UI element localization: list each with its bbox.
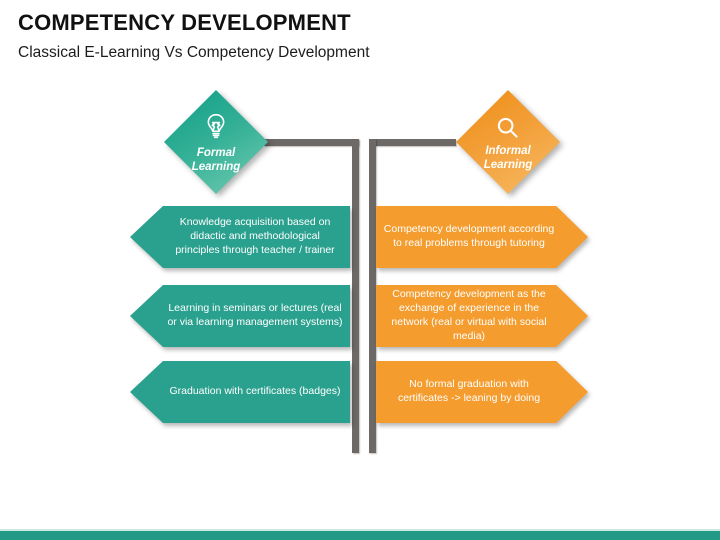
right-connector-horizontal [369, 139, 456, 146]
formal-learning-diamond: Formal Learning [164, 90, 268, 194]
formal-learning-label: Formal Learning [191, 146, 241, 173]
informal-item-3: No formal graduation with certificates -… [376, 361, 588, 423]
magnifier-icon [494, 114, 522, 142]
lightbulb-icon [201, 112, 231, 144]
informal-item-3-text: No formal graduation with certificates -… [397, 378, 541, 404]
formal-item-1: Knowledge acquisition based on didactic … [130, 206, 350, 268]
informal-item-1: Competency development according to real… [376, 206, 588, 268]
right-connector-vertical [369, 139, 376, 453]
formal-item-2-text: Learning in seminars or lectures (real o… [167, 302, 343, 328]
footer-bar [0, 531, 720, 540]
informal-item-2-text: Competency development as the exchange o… [391, 288, 547, 342]
formal-item-1-text: Knowledge acquisition based on didactic … [175, 216, 335, 256]
informal-learning-diamond: Informal Learning [456, 90, 560, 194]
formal-item-2: Learning in seminars or lectures (real o… [130, 285, 350, 347]
informal-item-1-text: Competency development according to real… [383, 223, 555, 249]
footer-accent-line [0, 529, 720, 531]
informal-learning-label: Informal Learning [483, 144, 533, 171]
informal-item-2: Competency development as the exchange o… [376, 285, 588, 347]
left-connector-vertical [352, 139, 359, 453]
formal-item-3-text: Graduation with certificates (badges) [169, 385, 341, 398]
left-connector-horizontal [264, 139, 359, 146]
page-title: COMPETENCY DEVELOPMENT [18, 10, 351, 35]
page-subtitle: Classical E-Learning Vs Competency Devel… [18, 44, 370, 61]
formal-item-3: Graduation with certificates (badges) [130, 361, 350, 423]
